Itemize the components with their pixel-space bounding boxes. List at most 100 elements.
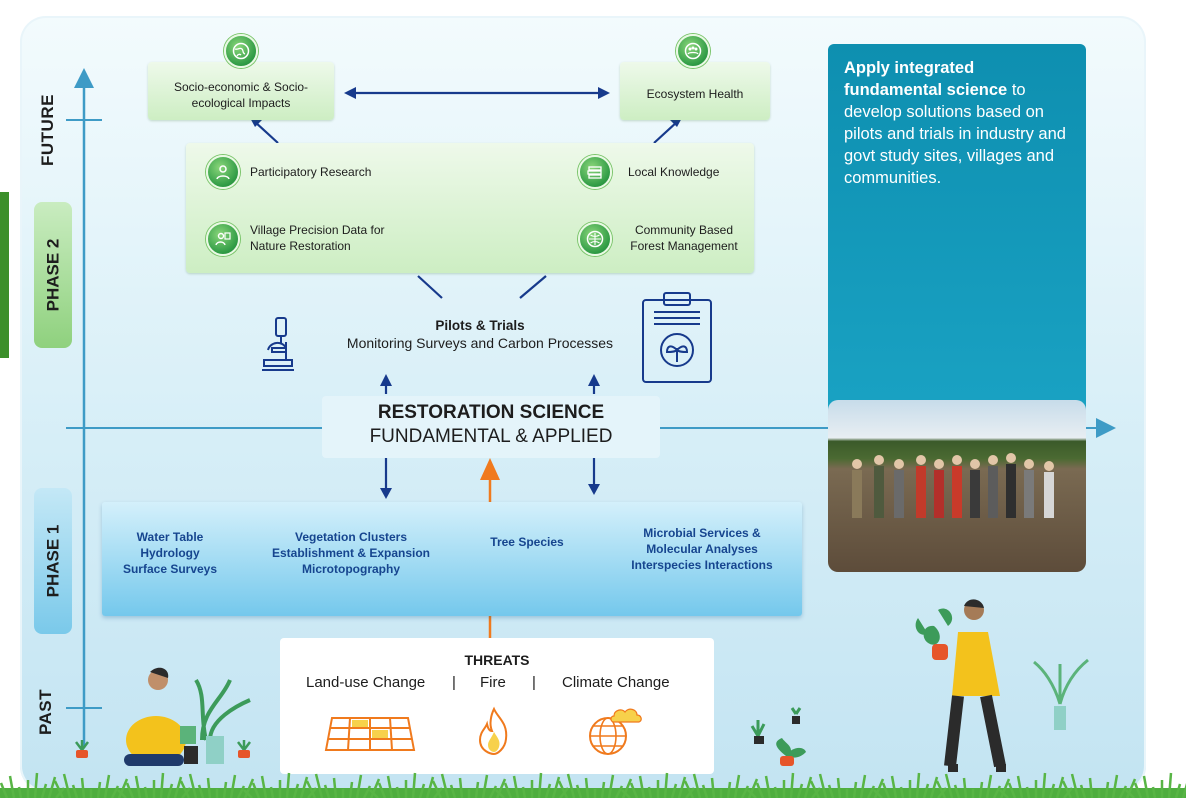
grass-blade [1079,784,1087,798]
grass-blade [143,786,149,798]
grass-blade [323,784,331,798]
separator-2: | [532,674,536,691]
grass-blade [134,775,142,798]
forest-globe-icon [578,222,612,256]
grass-blade [40,783,48,798]
grass-blade [962,777,968,798]
grass-blade [733,774,741,798]
grass-blade [1151,786,1157,798]
grass-blade [999,789,1009,798]
village-precision-label: Village Precision Data for Nature Restor… [250,223,385,254]
grass-blade [314,773,324,798]
grass-blade [747,789,757,798]
books-icon [578,155,612,189]
community-forest-label: Community Based Forest Management [630,223,738,254]
grass-blade [999,778,1011,798]
grass-blade [305,780,317,798]
grass-blade [474,781,480,798]
grass-blade [621,789,631,798]
grass-blade [440,773,450,798]
past-label: PAST [36,688,55,736]
grass-blade [677,776,687,798]
grass-blade [222,781,228,798]
grass-blade [1055,776,1065,798]
grass-blade [166,783,174,798]
grass-blade [33,772,39,798]
grass-blade [117,778,129,798]
grass-blade [827,784,835,798]
pilots-title: Pilots & Trials [435,318,525,333]
grass-blade [789,772,795,798]
info-bold: Apply integrated fundamental science [844,59,1008,99]
timeline-arrowhead [74,68,94,88]
grass-blade [1142,775,1150,798]
grass-strip [0,772,1186,798]
grass-blade [229,774,237,798]
grass-blade [521,786,527,798]
grass-blade [369,789,379,798]
grass-blade [726,781,732,798]
grass-blade [1048,783,1056,798]
globe-icon [224,34,258,68]
vegetation-clusters-label: Vegetation Clusters Establishment & Expa… [271,530,431,576]
grass-blade [395,786,401,798]
grass-blade [1016,775,1024,798]
grass-blade [584,777,590,798]
grass-blade [159,772,165,798]
grass-blade [1181,782,1186,798]
grass-blade [53,780,65,798]
researcher-icon [206,155,240,189]
land-use-label: Land-use Change [306,674,426,691]
grass-blade [809,780,821,798]
community-globe-icon [676,34,710,68]
grass-blade [299,776,309,798]
grass-blade [866,785,876,798]
grass-blade [537,772,543,798]
grass-blade [269,786,275,798]
grass-blade [663,772,669,798]
grass-blade [1007,782,1017,798]
water-table-label: Water Table Hydrology Surface Surveys [122,530,218,576]
grass-blade [670,783,678,798]
grass-blade [1061,780,1073,798]
grass-blade [607,774,615,798]
info-card: Apply integrated fundamental science to … [828,44,1086,434]
grass-blade [852,781,858,798]
tiny-plant-right-illustration [237,740,251,758]
grass-blade [873,789,883,798]
grass-blade [600,781,606,798]
grass-blade [881,782,891,798]
potted-plant-right-illustration [1033,658,1089,730]
grass-blade [683,780,695,798]
grass-blade [1133,782,1143,798]
grass-blade [710,777,716,798]
grass-blade [638,775,646,798]
grass-blade [1104,781,1110,798]
grass-blade [125,782,135,798]
grass-blade [251,782,261,798]
grass-blade [953,784,961,798]
grass-blade [755,782,765,798]
grass-blade [260,775,268,798]
grass-blade [747,778,759,798]
grass-blade [836,777,842,798]
threats-box: THREATS Land-use Change | Fire | Climate… [280,638,714,774]
grass-blade [1041,772,1047,798]
grass-blade [488,785,498,798]
grass-blade [47,776,57,798]
grass-blade [332,777,338,798]
grass-blade [575,784,583,798]
grass-blade [557,780,569,798]
man-with-plant-illustration [915,599,1006,772]
grass-blade [899,786,905,798]
grass-blade [348,781,354,798]
grass-blade [944,773,954,798]
grass-blade [458,777,464,798]
clipboard-icon [642,292,712,383]
grass-blade [1070,773,1080,798]
grass-blade [377,782,387,798]
grass-blade [206,777,212,798]
phase2-pill: PHASE 2 [34,202,72,348]
woman-planting-illustration [124,667,251,766]
grass-blade [292,783,300,798]
